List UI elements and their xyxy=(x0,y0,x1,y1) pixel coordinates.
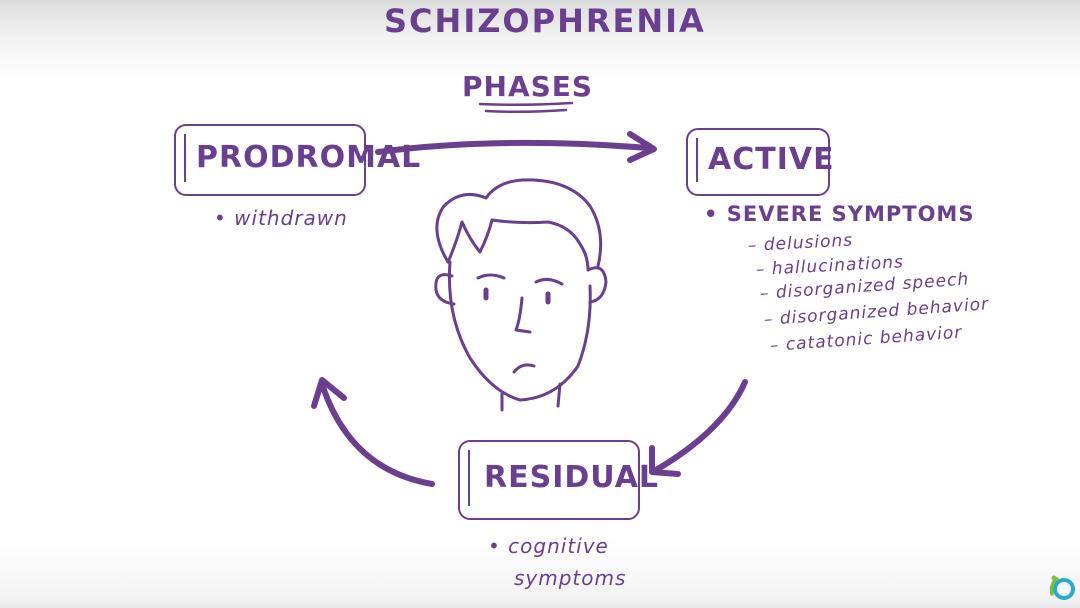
subtitle-phases: PHASES xyxy=(462,70,594,103)
active-label: ACTIVE xyxy=(708,142,835,177)
logo-icon xyxy=(1049,575,1075,600)
residual-box xyxy=(458,440,640,520)
residual-bullet-text: cognitive xyxy=(508,534,609,558)
active-bullet-text: SEVERE SYMPTOMS xyxy=(726,202,975,226)
bullet-dot: • xyxy=(214,206,235,230)
active-box xyxy=(686,128,830,196)
page-title: SCHIZOPHRENIA xyxy=(384,2,706,40)
active-box-inner-line xyxy=(696,138,698,182)
prodromal-bullet-text: withdrawn xyxy=(234,206,348,230)
residual-bullet-text: symptoms xyxy=(514,566,627,590)
prodromal-box xyxy=(174,124,366,196)
active-bullet: • SEVERE SYMPTOMS xyxy=(704,202,974,226)
residual-bullet-cont: symptoms xyxy=(514,566,626,590)
cycle-arrow-right xyxy=(649,379,748,477)
bullet-dot: • xyxy=(488,534,509,558)
residual-box-inner-line xyxy=(468,450,470,506)
sad-face-illustration xyxy=(434,178,608,412)
bullet-dot: • xyxy=(704,202,727,226)
prodromal-label: PRODROMAL xyxy=(196,140,422,175)
cycle-arrow-left xyxy=(311,377,435,487)
residual-bullet: • cognitive xyxy=(488,534,609,558)
prodromal-bullet: • withdrawn xyxy=(214,206,348,230)
cycle-arrow-top xyxy=(375,131,657,163)
prodromal-box-inner-line xyxy=(184,134,186,182)
residual-label: RESIDUAL xyxy=(484,460,660,495)
